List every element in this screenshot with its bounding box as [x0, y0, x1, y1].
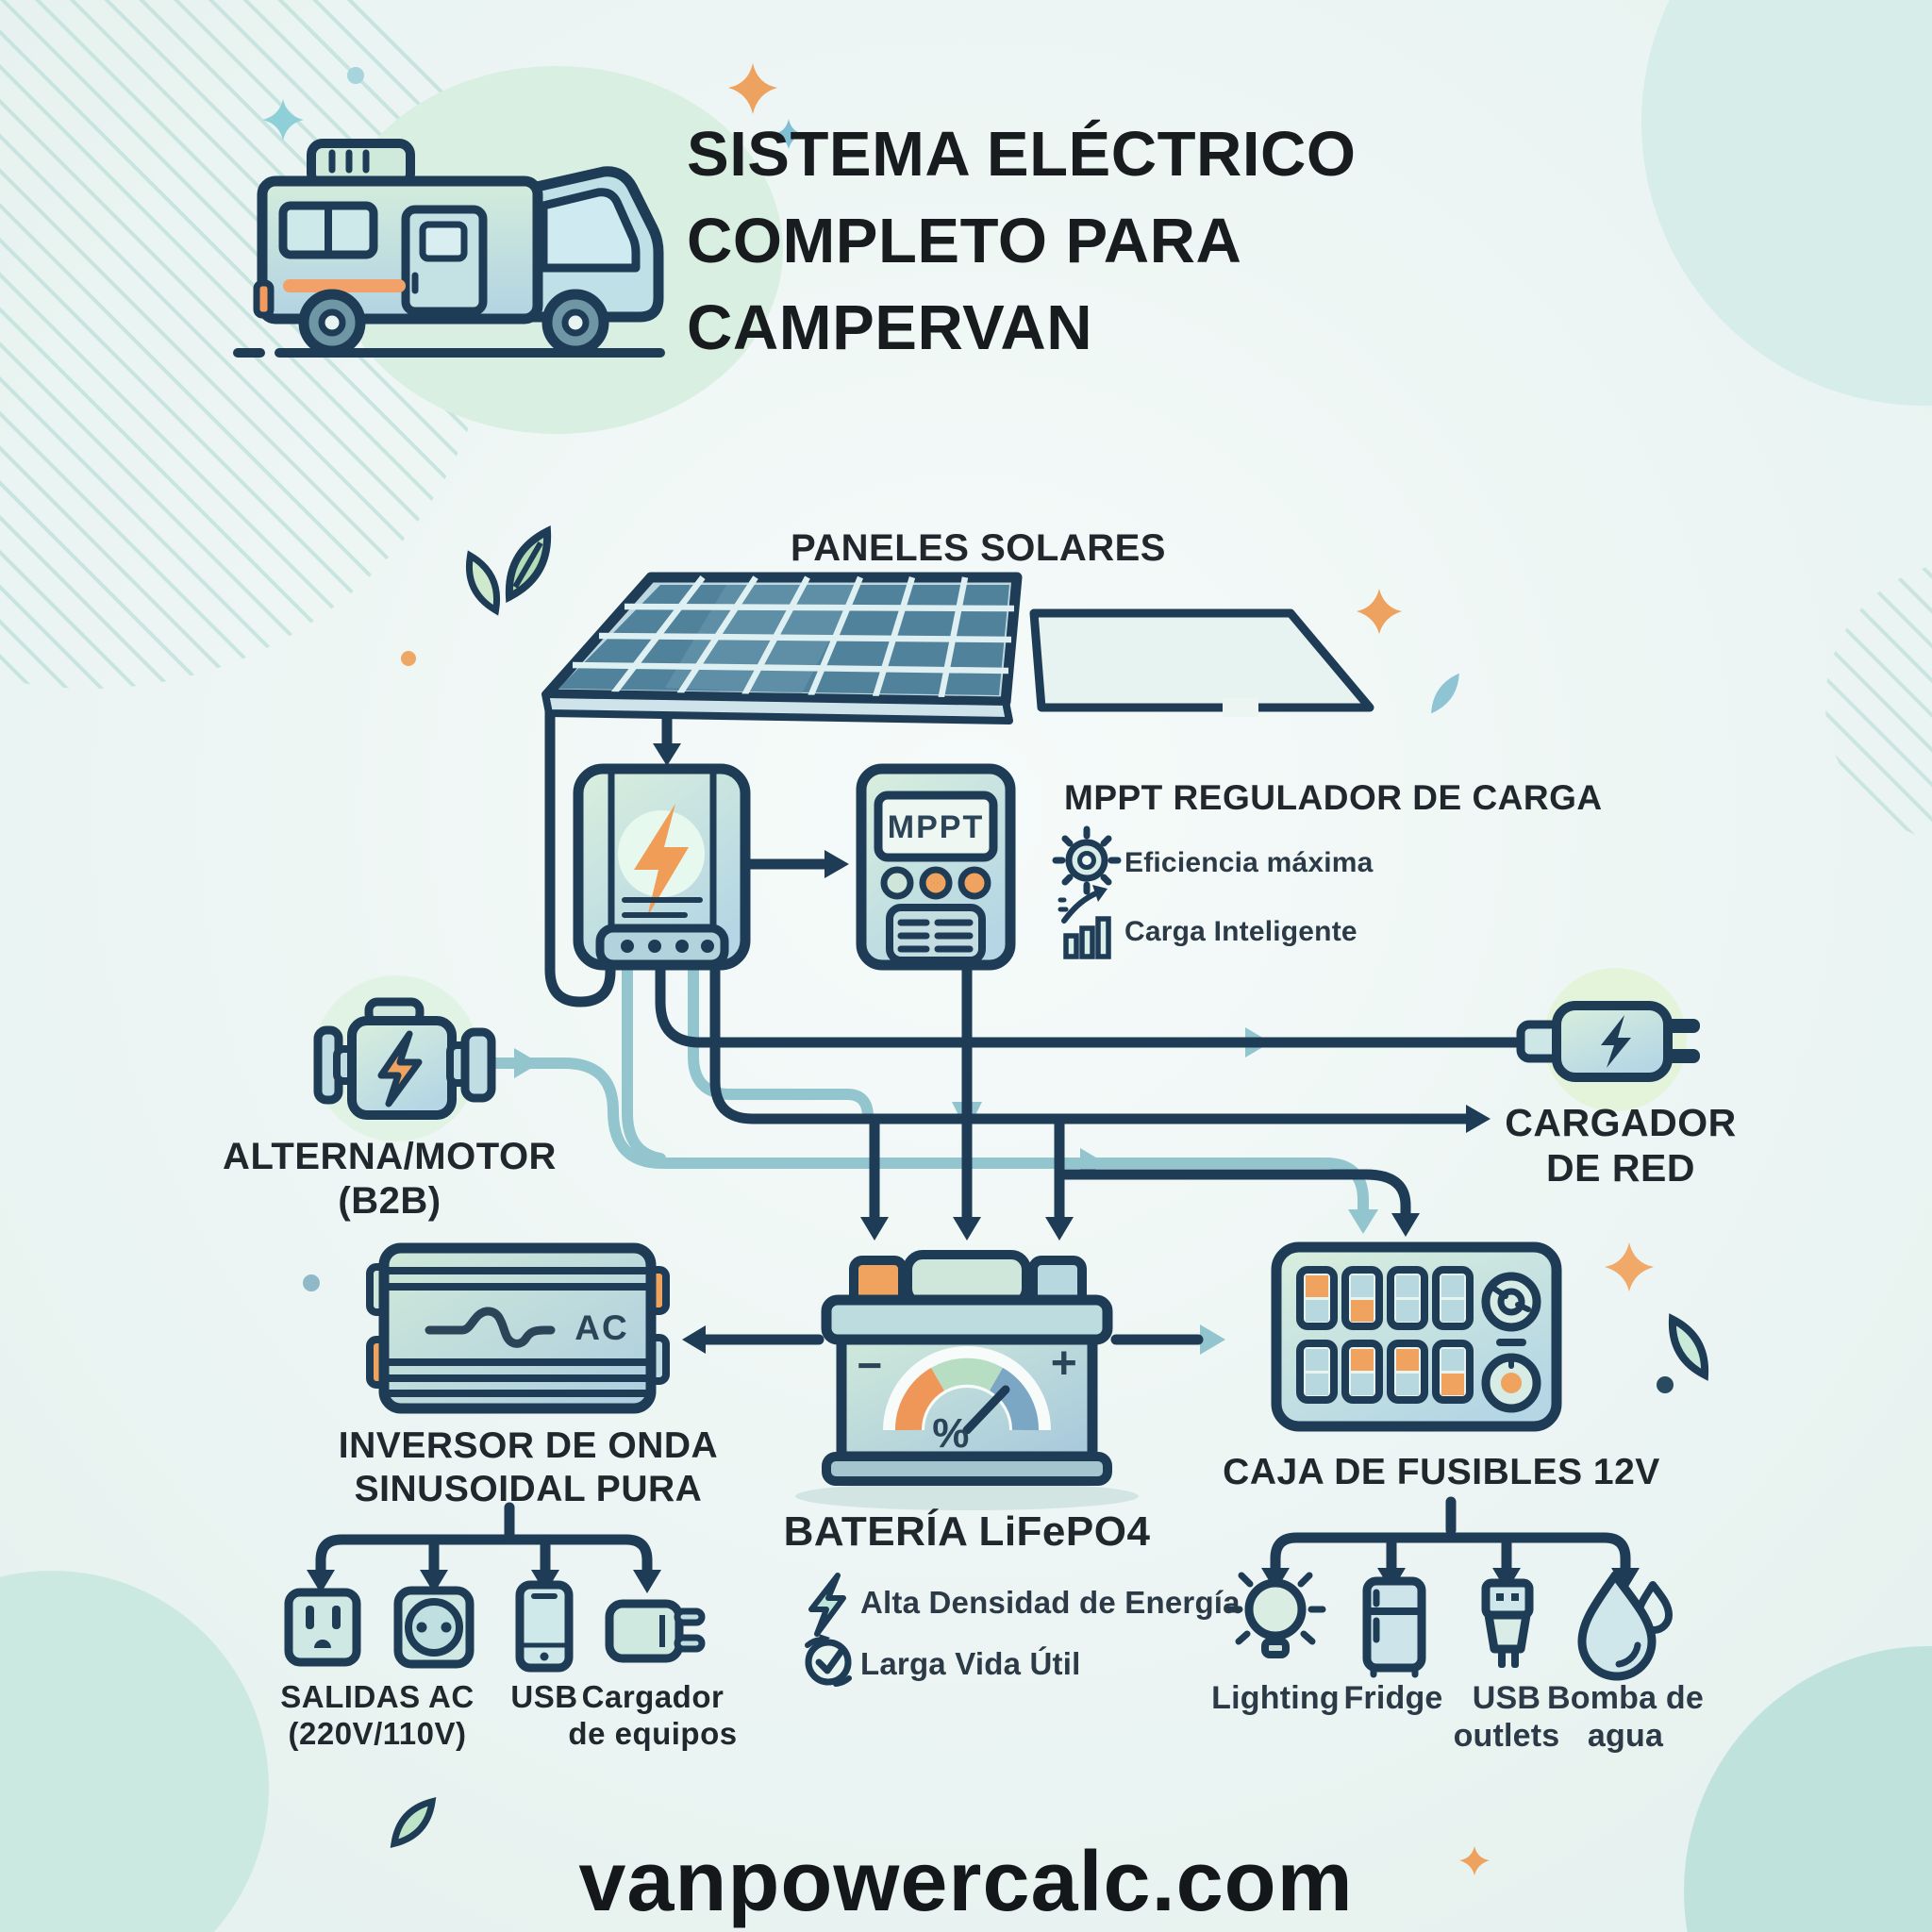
long-life-clock-icon — [805, 1634, 852, 1687]
mppt-heading: MPPT REGULADOR DE CARGA — [1064, 778, 1603, 817]
water-drop-icon — [1577, 1571, 1673, 1681]
campervan-illustration — [233, 139, 665, 358]
gear-icon — [1052, 825, 1122, 895]
battery-minus-sign: − — [857, 1341, 883, 1390]
charge-controller-illustration — [573, 763, 751, 971]
battery-illustration — [795, 1250, 1139, 1510]
mppt-feature-efficiency: Eficiencia máxima — [1124, 847, 1374, 878]
battery-feature-life: Larga Vida Útil — [860, 1646, 1081, 1681]
inverter-label: INVERSOR DE ONDA SINUSOIDAL PURA — [338, 1425, 719, 1510]
fusebox-output-pump-label: Bomba de agua — [1547, 1680, 1704, 1755]
sparkle-and-leaf-decorations — [262, 63, 1709, 1875]
wiring-teal-arrowheads — [514, 1027, 1378, 1355]
usb-plug-icon — [1481, 1578, 1534, 1668]
alternator-engine-icon — [313, 975, 496, 1141]
shore-charger-label: CARGADOR DE RED — [1505, 1101, 1737, 1191]
fridge-icon — [1362, 1576, 1426, 1678]
mppt-feature-smart-charge: Carga Inteligente — [1124, 916, 1357, 947]
battery-plus-sign: + — [1050, 1339, 1078, 1389]
mppt-device-illustration — [856, 763, 1016, 971]
battery-gauge-percent: % — [932, 1410, 970, 1457]
wiring-navy — [315, 690, 1631, 1575]
fusebox-output-usb-label: USB outlets — [1453, 1680, 1560, 1755]
ac-outlet-eu-icon — [393, 1586, 475, 1669]
alternator-label: ALTERNA/MOTOR (B2B) — [223, 1136, 557, 1223]
wiring-navy-arrowheads — [307, 743, 1640, 1593]
lightning-icon — [808, 1573, 846, 1637]
footer-website: vanpowercalc.com — [578, 1835, 1354, 1929]
ac-outlet-us-icon — [284, 1588, 361, 1667]
shore-plug-icon — [1516, 968, 1700, 1111]
growth-chart-icon — [1058, 885, 1111, 959]
inverter-illustration — [366, 1242, 670, 1414]
lightbulb-icon — [1224, 1558, 1326, 1658]
fusebox-output-lighting-label: Lighting — [1211, 1680, 1340, 1716]
inverter-output-usb-label: USB — [510, 1679, 578, 1714]
page-title: SISTEMA ELÉCTRICO COMPLETO PARA CAMPERVA… — [687, 119, 1357, 363]
inverter-output-ac-label: SALIDAS AC (220V/110V) — [280, 1679, 475, 1751]
device-charger-icon — [605, 1599, 706, 1663]
solar-panel-illustration — [541, 572, 1374, 724]
fusebox-label: CAJA DE FUSIBLES 12V — [1223, 1452, 1660, 1492]
usb-phone-icon — [515, 1580, 574, 1673]
battery-feature-density: Alta Densidad de Energía — [860, 1585, 1241, 1620]
battery-label: BATERÍA LiFePO4 — [783, 1508, 1151, 1555]
fusebox-output-fridge-label: Fridge — [1343, 1680, 1443, 1716]
inverter-output-charger-label: Cargador de equipos — [568, 1679, 738, 1751]
solar-panels-label: PANELES SOLARES — [791, 527, 1166, 569]
fusebox-illustration — [1271, 1241, 1562, 1432]
inverter-device-text: AC — [575, 1308, 629, 1347]
mppt-screen-text: MPPT — [887, 809, 985, 845]
